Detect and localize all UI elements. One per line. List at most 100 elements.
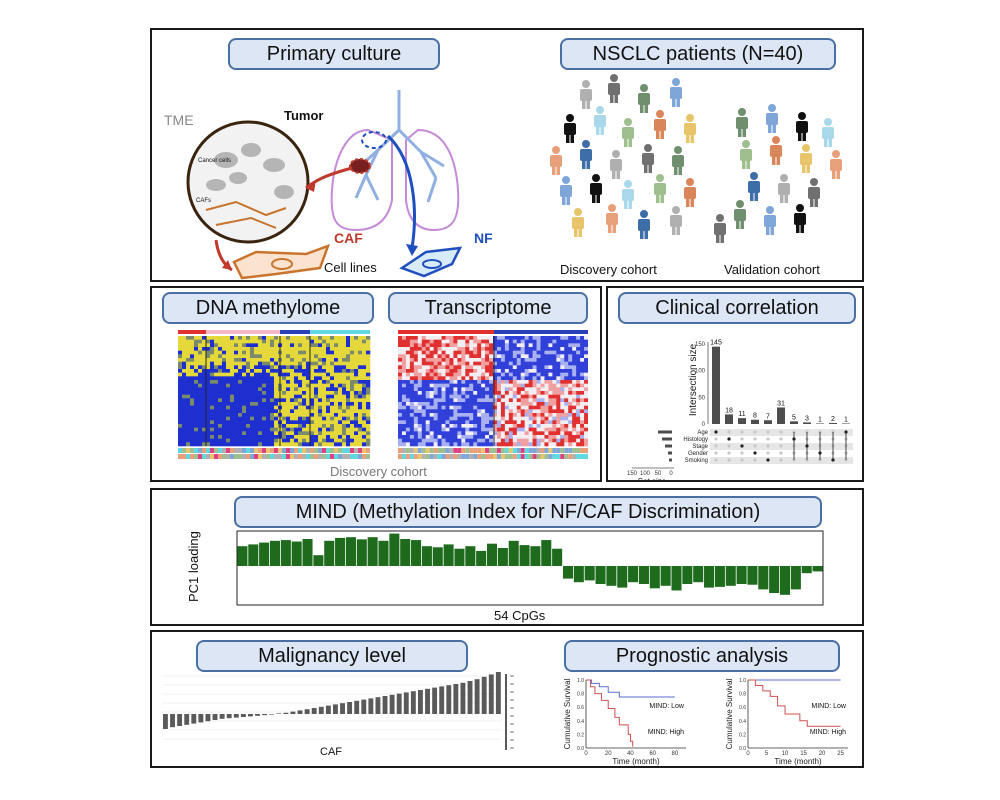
heat-cell — [429, 438, 434, 443]
heat-cell — [214, 394, 219, 399]
heat-cell — [238, 365, 243, 370]
clinical-title: Clinical correlation — [618, 292, 856, 324]
heat-cell — [481, 431, 486, 436]
x-tick-label: 20 — [605, 751, 612, 757]
heat-cell — [270, 402, 275, 406]
annot-cell — [489, 454, 493, 459]
heat-cell — [274, 402, 279, 406]
heat-cell — [437, 442, 442, 447]
heat-cell — [306, 409, 311, 414]
heat-cell — [449, 409, 454, 414]
heat-cell — [576, 358, 581, 362]
heat-cell — [338, 398, 343, 403]
heat-cell — [584, 339, 588, 344]
heat-cell — [186, 424, 191, 428]
heat-cell — [270, 409, 275, 414]
heat-cell — [425, 409, 430, 414]
heat-cell — [226, 420, 231, 425]
heat-cell — [457, 383, 462, 388]
heat-cell — [366, 336, 371, 340]
heat-cell — [246, 383, 251, 388]
heat-cell — [576, 435, 581, 439]
heat-cell — [473, 405, 478, 410]
heat-cell — [576, 391, 581, 395]
heat-cell — [485, 376, 490, 381]
heat-cell — [318, 424, 323, 428]
heat-cell — [425, 424, 430, 428]
heat-cell — [314, 442, 319, 447]
matrix-dot — [740, 437, 744, 441]
heat-cell — [398, 398, 403, 403]
heat-cell — [214, 409, 219, 414]
heat-cell — [330, 405, 335, 410]
heat-cell — [330, 438, 335, 443]
heat-cell — [398, 413, 403, 417]
heat-cell — [552, 420, 557, 425]
matrix-dot — [779, 430, 783, 434]
heat-cell — [210, 435, 215, 439]
heat-cell — [413, 431, 419, 436]
heat-cell — [362, 354, 367, 359]
heat-cell — [473, 354, 478, 359]
heat-cell — [512, 431, 518, 436]
annot-cell — [580, 454, 585, 459]
heat-cell — [366, 383, 371, 388]
heat-cell — [568, 391, 573, 395]
heat-cell — [508, 398, 514, 403]
person-icon — [594, 106, 606, 135]
heat-cell — [512, 343, 518, 348]
heat-cell — [350, 343, 355, 348]
heat-cell — [481, 427, 486, 432]
heat-cell — [457, 438, 462, 443]
heat-cell — [413, 420, 419, 425]
heat-cell — [584, 383, 588, 388]
annot-cell — [266, 448, 270, 453]
heat-cell — [504, 376, 510, 381]
y-tick-label: 0.2 — [739, 732, 746, 738]
heat-cell — [465, 424, 470, 428]
heat-cell — [473, 365, 478, 370]
heat-cell — [528, 435, 533, 439]
heat-cell — [508, 413, 514, 417]
person-icon — [796, 112, 808, 141]
heat-cell — [202, 435, 207, 439]
heat-cell — [441, 336, 446, 340]
heat-cell — [254, 336, 259, 340]
heat-cell — [234, 350, 239, 355]
heat-cell — [218, 372, 223, 377]
heat-cell — [258, 354, 263, 359]
heat-cell — [489, 350, 494, 355]
heat-cell — [318, 347, 323, 351]
heat-cell — [441, 391, 446, 395]
heat-cell — [564, 438, 569, 443]
annot-cell — [465, 448, 470, 453]
heat-cell — [481, 402, 486, 406]
heat-cell — [338, 383, 343, 388]
heat-cell — [544, 383, 549, 388]
heat-cell — [230, 424, 235, 428]
heat-cell — [481, 347, 486, 351]
heat-cell — [210, 402, 215, 406]
heat-cell — [318, 394, 323, 399]
heat-cell — [298, 420, 303, 425]
heat-cell — [489, 347, 494, 351]
annot-cell — [354, 454, 358, 459]
y-tick-label: 50 — [698, 395, 705, 401]
heat-cell — [282, 365, 287, 370]
heat-cell — [354, 438, 359, 443]
heat-cell — [465, 339, 470, 344]
annot-cell — [258, 448, 262, 453]
matrix-dot — [753, 437, 757, 441]
heat-cell — [552, 354, 557, 359]
heat-cell — [556, 431, 561, 436]
heat-cell — [302, 438, 307, 443]
heat-cell — [366, 350, 371, 355]
mind-title: MIND (Methylation Index for NF/CAF Discr… — [234, 496, 822, 528]
heat-cell — [405, 361, 411, 366]
heat-cell — [453, 427, 458, 432]
heat-cell — [226, 413, 231, 417]
matrix-dot — [714, 458, 718, 462]
heat-cell — [425, 380, 430, 384]
heat-cell — [449, 387, 454, 392]
loading-bar — [519, 545, 530, 566]
